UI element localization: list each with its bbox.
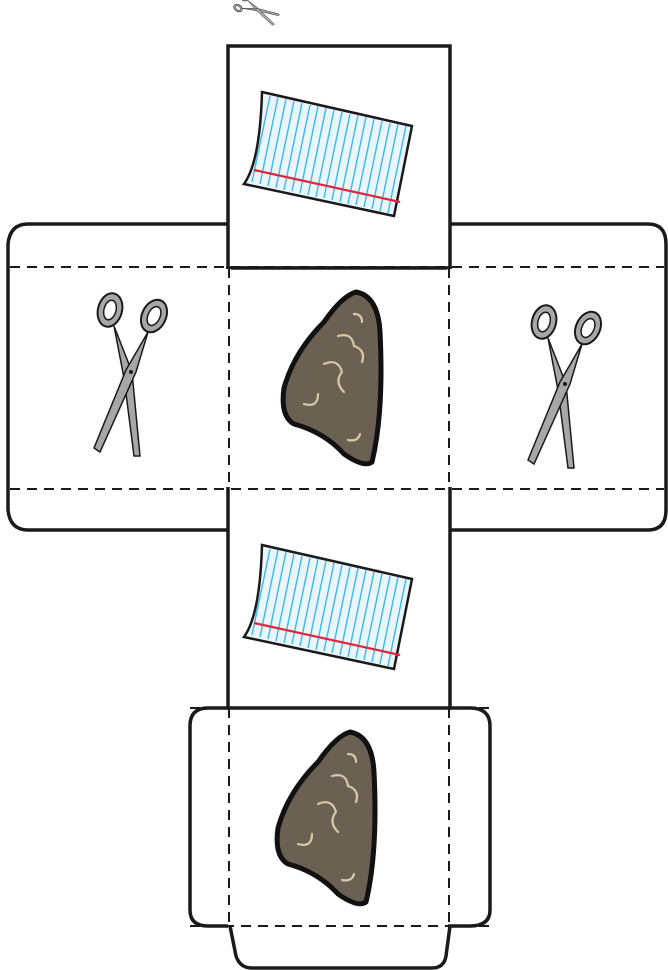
bottom-tab-outline [228, 925, 452, 970]
rock-icon [277, 732, 375, 904]
scissors-icon [231, 0, 283, 27]
bottom-flap-outline [188, 706, 492, 928]
left-flap-outline [6, 222, 228, 532]
